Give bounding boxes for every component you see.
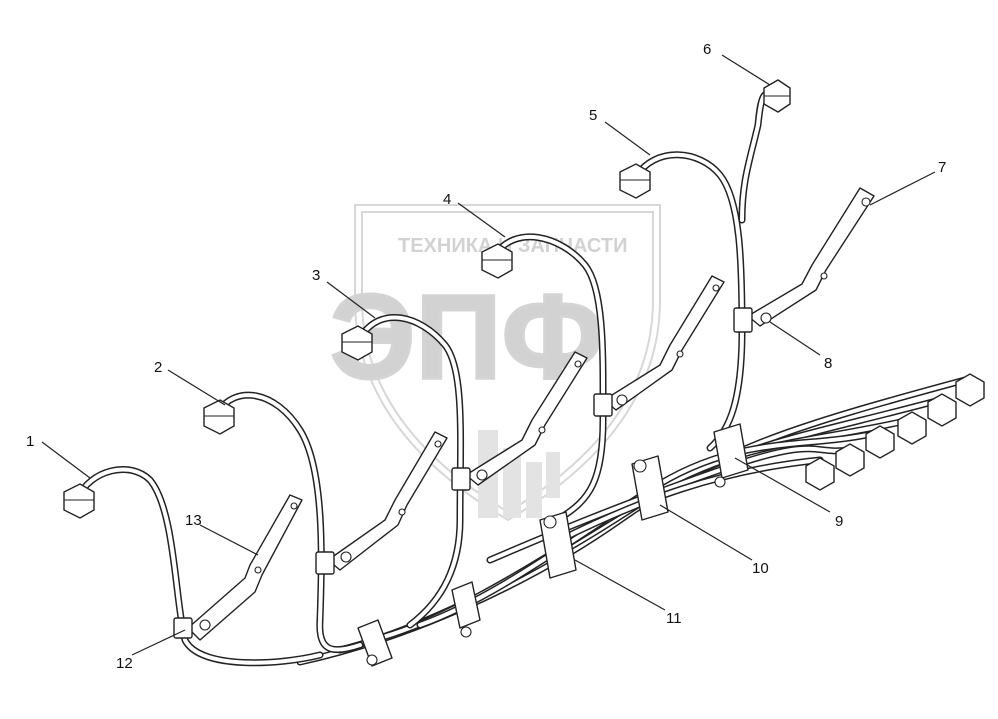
- callout-1: 1: [26, 433, 34, 450]
- callout-6: 6: [703, 41, 711, 58]
- callout-11: 11: [666, 610, 682, 627]
- nut-icon: [763, 79, 791, 113]
- callout-labels: 1 2 3 4 5 6 7 8 9 10 11 12 13: [26, 41, 946, 672]
- callout-9: 9: [835, 513, 843, 530]
- callout-4: 4: [443, 191, 451, 208]
- callout-8: 8: [824, 355, 832, 372]
- clamps: [173, 307, 772, 667]
- nut-icon: [63, 483, 95, 519]
- nut-icon: [341, 325, 373, 361]
- nut-icon: [481, 243, 513, 279]
- nut-icon: [619, 163, 651, 199]
- nut-icon: [835, 443, 865, 477]
- callout-10: 10: [752, 560, 769, 577]
- callout-5: 5: [589, 107, 597, 124]
- callout-7: 7: [938, 159, 946, 176]
- callout-13: 13: [185, 512, 202, 529]
- callout-2: 2: [154, 359, 162, 376]
- mounting-brackets: [187, 187, 875, 641]
- leader-lines: [41, 54, 936, 656]
- nut-icon: [955, 373, 985, 407]
- nut-icon: [927, 393, 957, 427]
- nut-icon: [897, 411, 927, 445]
- nut-icon: [865, 425, 895, 459]
- callout-12: 12: [116, 655, 133, 672]
- callout-3: 3: [312, 267, 320, 284]
- watermark-logo: ТЕХНИКА И ЗАПЧАСТИ ЭПФ: [329, 204, 661, 522]
- injector-pipes: [74, 90, 779, 667]
- nut-icon: [203, 399, 235, 435]
- nut-icon: [805, 457, 835, 491]
- union-nuts: [63, 79, 985, 519]
